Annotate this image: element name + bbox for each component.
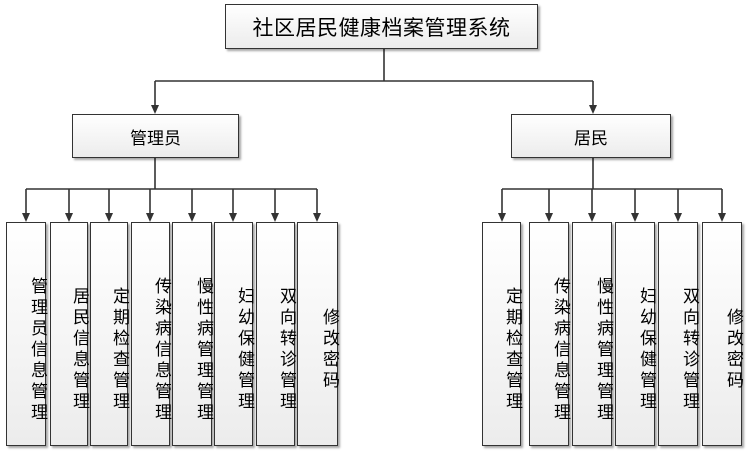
role-node-resident: 居民 bbox=[511, 114, 671, 158]
arrow-head bbox=[631, 213, 639, 222]
admin-func-resident-info: 居民信息管理 bbox=[50, 222, 89, 446]
admin-func-referral: 双向转诊管理 bbox=[256, 222, 296, 446]
arrow-head bbox=[105, 213, 113, 222]
admin-func-regular-check: 定期检查管理 bbox=[90, 222, 129, 446]
arrow-head bbox=[229, 213, 237, 222]
resident-func-chronic: 慢性病管理管理 bbox=[572, 222, 613, 446]
arrow-head bbox=[146, 213, 154, 222]
role-node-admin: 管理员 bbox=[72, 114, 239, 158]
root-node: 社区居民健康档案管理系统 bbox=[225, 4, 538, 49]
arrow-head bbox=[674, 213, 682, 222]
arrow-head bbox=[271, 213, 279, 222]
arrow-head bbox=[718, 213, 726, 222]
admin-func-maternal: 妇幼保健管理 bbox=[214, 222, 254, 446]
arrow-head bbox=[188, 213, 196, 222]
arrow-head bbox=[498, 213, 506, 222]
resident-func-maternal: 妇幼保健管理 bbox=[615, 222, 656, 446]
resident-func-referral: 双向转诊管理 bbox=[658, 222, 699, 446]
arrow-head bbox=[22, 213, 30, 222]
arrow-head bbox=[151, 105, 159, 114]
arrow-head bbox=[545, 213, 553, 222]
resident-func-infectious: 传染病信息管理 bbox=[529, 222, 570, 446]
admin-func-password: 修改密码 bbox=[297, 222, 339, 446]
admin-func-chronic: 慢性病管理管理 bbox=[172, 222, 213, 446]
admin-func-infectious: 传染病信息管理 bbox=[131, 222, 171, 446]
arrow-head bbox=[65, 213, 73, 222]
arrow-head bbox=[313, 213, 321, 222]
arrow-head bbox=[588, 213, 596, 222]
resident-func-regular-check: 定期检查管理 bbox=[482, 222, 522, 446]
resident-func-password: 修改密码 bbox=[702, 222, 743, 446]
admin-func-admin-info: 管理员信息管理 bbox=[6, 222, 47, 446]
arrow-head bbox=[589, 105, 597, 114]
